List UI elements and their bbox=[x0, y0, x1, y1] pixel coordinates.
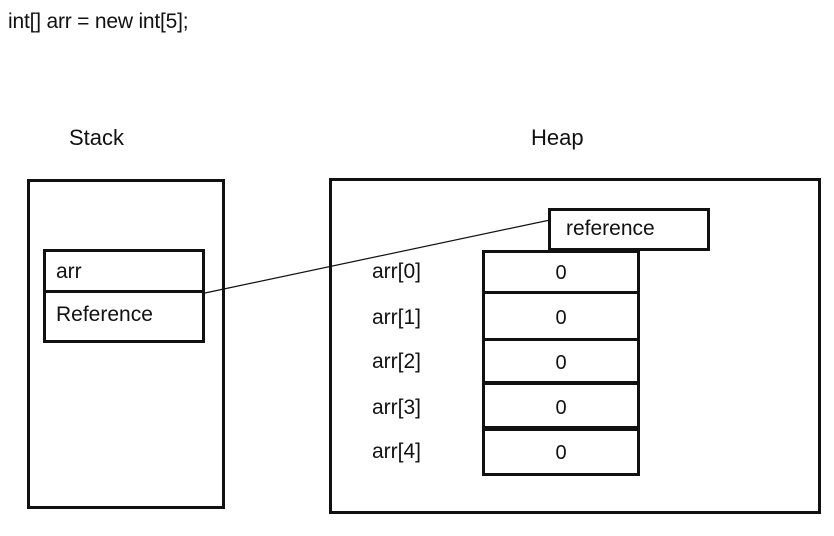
array-value-0: 0 bbox=[555, 262, 567, 284]
stack-variable-name: arr bbox=[56, 260, 82, 283]
stack-title: Stack bbox=[69, 125, 125, 150]
stack-panel bbox=[27, 179, 225, 509]
stack-variable-value: Reference bbox=[56, 303, 153, 326]
array-index-1: arr[1] bbox=[372, 306, 422, 329]
heap-title: Heap bbox=[531, 125, 584, 150]
stack-variable-value-box: Reference bbox=[43, 290, 205, 343]
heap-reference-box: reference bbox=[548, 208, 710, 251]
array-cell-1: 0 bbox=[482, 291, 640, 341]
array-cell-2: 0 bbox=[482, 338, 640, 386]
array-index-2: arr[2] bbox=[372, 350, 422, 373]
array-cell-4: 0 bbox=[482, 428, 640, 476]
array-index-0: arr[0] bbox=[372, 260, 422, 283]
heap-reference-label: reference bbox=[566, 217, 655, 240]
stack-variable-name-box: arr bbox=[43, 249, 205, 293]
array-value-3: 0 bbox=[555, 397, 567, 419]
array-value-2: 0 bbox=[555, 352, 567, 374]
array-cell-3: 0 bbox=[482, 382, 640, 431]
array-cell-0: 0 bbox=[482, 250, 640, 294]
array-index-3: arr[3] bbox=[372, 396, 422, 419]
array-value-4: 0 bbox=[555, 442, 567, 464]
code-statement: int[] arr = new int[5]; bbox=[8, 10, 189, 33]
array-value-1: 0 bbox=[555, 307, 567, 329]
array-index-4: arr[4] bbox=[372, 440, 422, 463]
